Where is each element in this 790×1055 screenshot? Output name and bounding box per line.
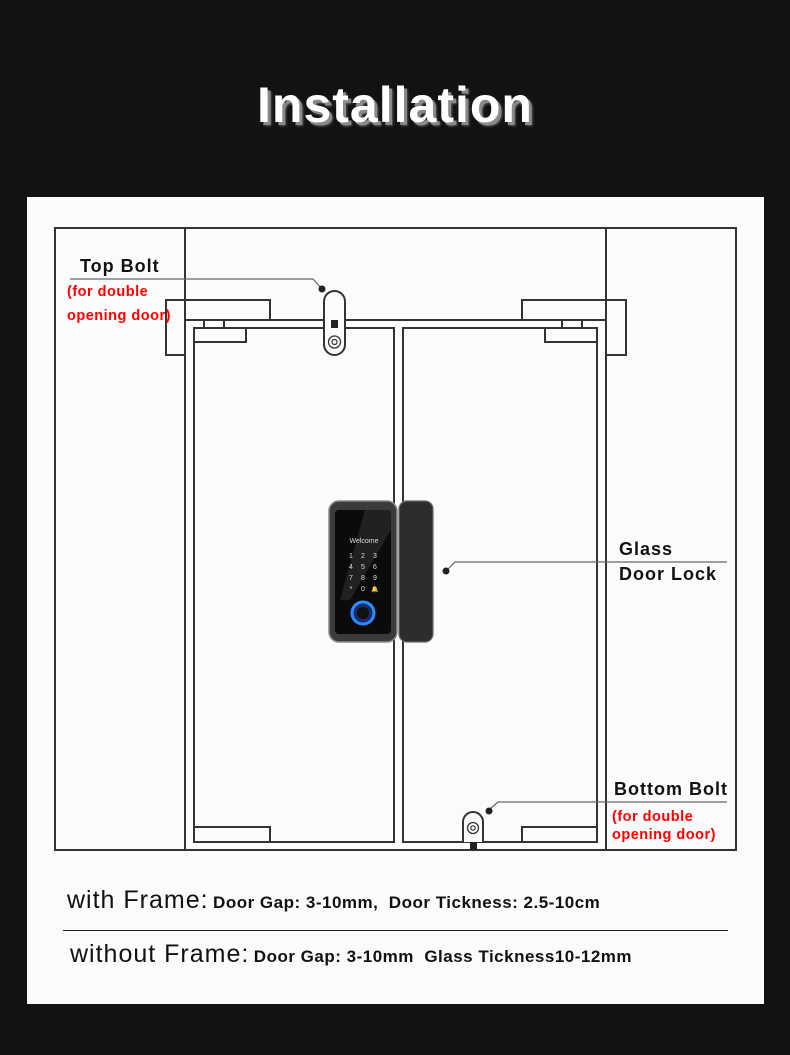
- glass-door-lock: Welcome 1 2 3 4 5 6 7 8 9 * 0 🔔: [328, 500, 434, 643]
- top-bolt-rod: [331, 320, 338, 328]
- key-6: 6: [373, 564, 377, 571]
- top-bolt-note-line-2: opening door): [67, 308, 171, 324]
- key-9: 9: [373, 575, 377, 582]
- key-1: 1: [349, 553, 353, 560]
- bottom-bolt-pointer-dot: [485, 807, 493, 815]
- bottom-bolt-rod: [470, 842, 477, 850]
- bottom-bolt: [462, 811, 484, 842]
- bottom-bolt-note-line-2: opening door): [612, 827, 716, 843]
- lock-label-line-2: Door Lock: [619, 564, 717, 584]
- key-0: 0: [361, 586, 365, 593]
- bottom-bolt-note-line-1: (for double: [612, 809, 693, 825]
- lock-leader: [446, 561, 727, 571]
- top-bolt-pointer-dot: [318, 285, 326, 293]
- spec-detail: Door Gap: 3-10mm Glass Tickness10-12mm: [253, 947, 633, 966]
- left-bottom-plate: [193, 826, 271, 843]
- bottom-bolt-label: Bottom Bolt: [614, 779, 728, 799]
- key-8: 8: [361, 575, 365, 582]
- bottom-bolt-leader: [489, 801, 727, 810]
- lock-back-unit: [398, 500, 434, 643]
- spec-detail: Door Gap: 3-10mm, Door Tickness: 2.5-10c…: [213, 893, 601, 912]
- spec-heading: with Frame:: [67, 886, 209, 914]
- spec-heading: without Frame:: [70, 940, 250, 968]
- left-hinge-bracket: [165, 299, 186, 356]
- left-hinge-plate: [193, 327, 247, 343]
- right-hinge-plate: [544, 327, 598, 343]
- spec-divider: [63, 930, 728, 931]
- spec-with-frame: with Frame: Door Gap: 3-10mm, Door Tickn…: [67, 886, 600, 915]
- spec-without-frame: without Frame: Door Gap: 3-10mm Glass Ti…: [70, 940, 632, 969]
- key-2: 2: [361, 553, 365, 560]
- wall-outline: [54, 227, 737, 851]
- page-title: Installation: [257, 77, 533, 133]
- left-hinge-pin: [203, 319, 225, 329]
- lock-label-line-1: Glass: [619, 539, 673, 559]
- key-5: 5: [361, 564, 365, 571]
- lock-pointer-dot: [442, 567, 450, 575]
- top-bolt-note-line-1: (for double: [67, 284, 148, 300]
- right-bottom-plate: [521, 826, 598, 843]
- key-3: 3: [373, 553, 377, 560]
- right-hinge-pin: [561, 319, 583, 329]
- key-4: 4: [349, 564, 353, 571]
- right-hinge-bracket: [605, 299, 627, 356]
- bell-icon: 🔔: [371, 585, 379, 593]
- key-7: 7: [349, 575, 353, 582]
- top-bolt-leader: [70, 278, 322, 289]
- key-star: *: [350, 586, 353, 593]
- lock-welcome-text: Welcome: [349, 538, 378, 545]
- top-bolt-label: Top Bolt: [80, 256, 160, 276]
